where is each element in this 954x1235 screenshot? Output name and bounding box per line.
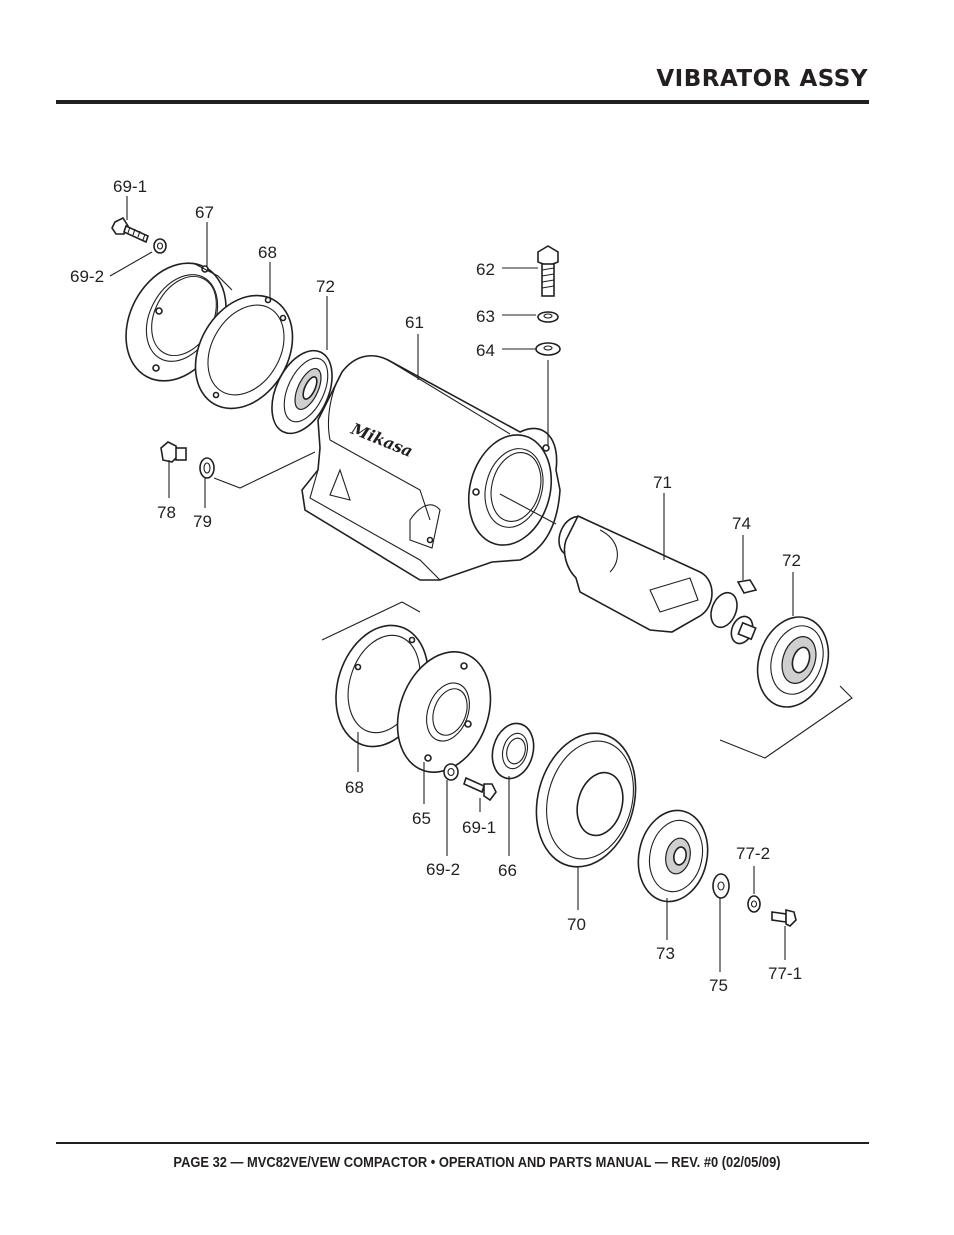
label-73: 73 [656,944,675,963]
assembly-line-78 [213,451,316,489]
label-69-1-top: 69-1 [113,177,147,196]
label-68-top: 68 [258,243,277,262]
page-title: VIBRATOR ASSY [656,66,868,92]
label-77-2: 77-2 [736,844,770,863]
footer-rule [56,1142,869,1144]
label-71: 71 [653,473,672,492]
label-64: 64 [476,341,495,360]
part-62-bolt [537,245,559,297]
part-69-1-bolt-bottom [463,776,497,802]
part-64-washer [535,342,561,356]
part-72-bearing-top [271,349,333,435]
part-73-pulley [637,809,709,903]
label-61: 61 [405,313,424,332]
part-75-washer [712,873,730,899]
part-69-1-bolt-top [111,216,149,244]
label-65: 65 [412,809,431,828]
label-69-2-bottom: 69-2 [426,860,460,879]
label-63: 63 [476,307,495,326]
label-67: 67 [195,203,214,222]
part-69-2-washer-bottom [443,763,459,781]
part-69-2-washer-top [153,238,167,254]
label-72-right: 72 [782,551,801,570]
part-77-1-bolt [771,908,797,927]
label-69-2-top: 69-2 [70,267,104,286]
label-75: 75 [709,976,728,995]
assembly-line-right [719,685,853,759]
label-66: 66 [498,861,517,880]
leader-lines [109,196,794,972]
part-61-vibrator-housing: Mikasa [301,354,561,581]
part-65-flange-bottom [396,651,492,773]
part-68-gasket-top [194,294,294,410]
part-72-bearing-right [756,616,830,708]
label-79: 79 [193,512,212,531]
part-66-oil-seal [491,722,535,780]
header-rule [56,100,869,104]
label-72-top: 72 [316,277,335,296]
part-71-eccentric-shaft [558,514,757,645]
label-77-1: 77-1 [768,964,802,983]
page-footer: PAGE 32 — MVC82VE/VEW COMPACTOR • OPERAT… [173,1154,781,1171]
part-74-key [736,579,758,594]
part-78-drain-plug [160,441,187,463]
part-70-pulley [535,732,637,868]
part-79-washer [199,457,215,479]
label-78: 78 [157,503,176,522]
part-77-2-washer [747,895,761,913]
part-63-lock-washer [537,311,559,323]
label-69-1-bottom: 69-1 [462,818,496,837]
label-74: 74 [732,514,751,533]
label-70: 70 [567,915,586,934]
label-62: 62 [476,260,495,279]
label-68-bottom: 68 [345,778,364,797]
